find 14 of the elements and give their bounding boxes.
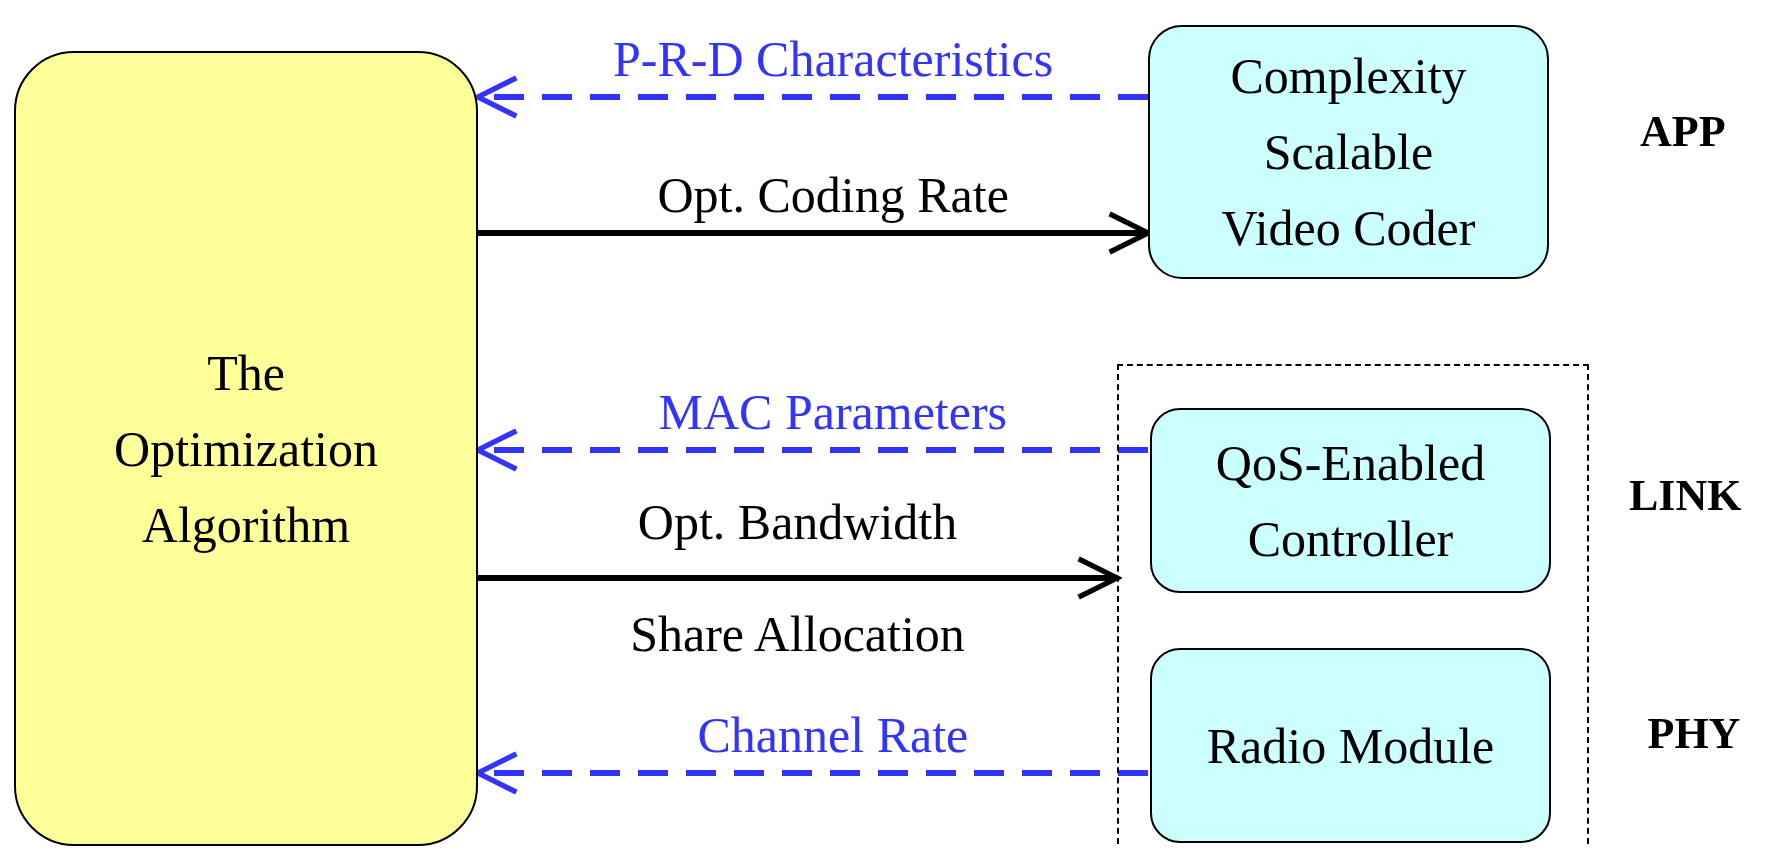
process-box: Radio Module (1150, 648, 1551, 843)
edge-label: Opt. Bandwidth Share Allocation (629, 493, 966, 664)
edge-label: Opt. Coding Rate (657, 168, 1009, 223)
arrow (475, 75, 1148, 119)
edge-label: MAC Parameters (658, 385, 1008, 440)
process-box: The Optimization Algorithm (14, 51, 478, 846)
layer-label: LINK (1629, 469, 1742, 521)
process-box: QoS-Enabled Controller (1150, 408, 1551, 593)
process-box: Complexity Scalable Video Coder (1148, 25, 1549, 279)
arrow (478, 556, 1120, 600)
layer-label: APP (1640, 105, 1726, 157)
layer-label: PHY (1647, 707, 1741, 759)
edge-label: Channel Rate (697, 708, 969, 763)
edge-label: P-R-D Characteristics (613, 32, 1054, 87)
